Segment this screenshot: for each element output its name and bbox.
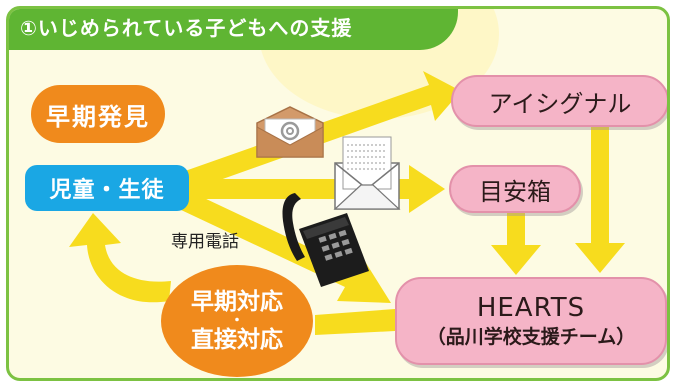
diagram-panel: ①いじめられている子どもへの支援 早期発見 児童・生徒 アイシグナル 目安箱 H… bbox=[6, 6, 670, 381]
response-line1: 早期対応 bbox=[191, 289, 283, 315]
letter-icon bbox=[333, 136, 401, 210]
arrow-aisignal-down bbox=[575, 127, 625, 273]
arrow-hearts-to-response bbox=[315, 309, 395, 335]
email-icon bbox=[256, 106, 324, 158]
response-separator: ・ bbox=[230, 313, 244, 329]
hearts-box: HEARTS （品川学校支援チーム） bbox=[395, 277, 667, 365]
phone-label: 専用電話 bbox=[171, 232, 239, 252]
hearts-name: HEARTS bbox=[476, 293, 586, 323]
response-line2: 直接対応 bbox=[191, 327, 283, 353]
early-detection-badge: 早期発見 bbox=[31, 85, 165, 143]
telephone-icon bbox=[282, 193, 369, 287]
hearts-subtitle: （品川学校支援チーム） bbox=[426, 326, 636, 348]
student-box: 児童・生徒 bbox=[25, 165, 189, 211]
response-ellipse: 早期対応 ・ 直接対応 bbox=[161, 265, 313, 377]
arrow-response-to-student bbox=[69, 213, 171, 303]
arrow-to-meyasu bbox=[185, 165, 445, 213]
arrow-meyasu-down bbox=[491, 213, 541, 275]
section-title: ①いじめられている子どもへの支援 bbox=[9, 9, 458, 50]
suggestion-box-node: 目安箱 bbox=[449, 165, 581, 213]
aisignal-box: アイシグナル bbox=[451, 75, 667, 127]
